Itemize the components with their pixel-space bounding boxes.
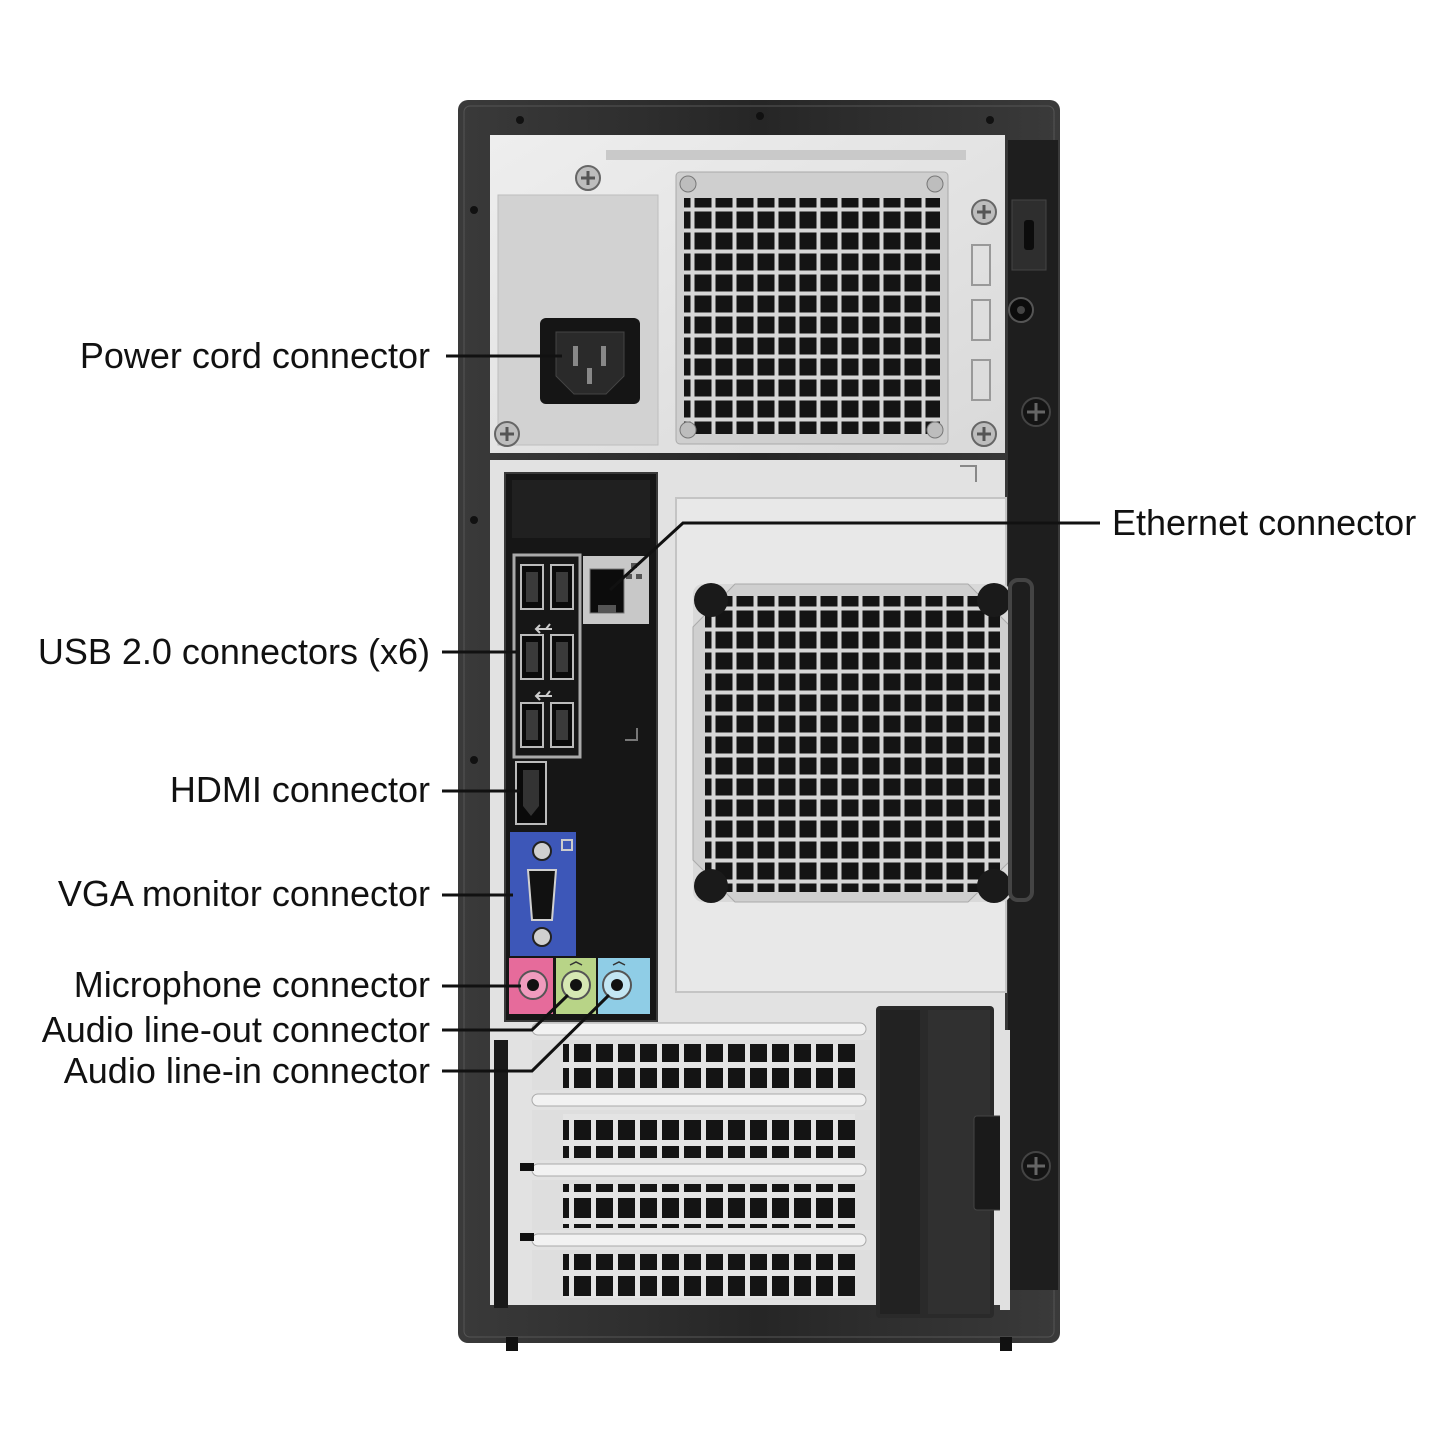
usb-port[interactable]: [520, 702, 544, 748]
system-fan-grille: [705, 596, 1000, 892]
microphone-jack[interactable]: [518, 970, 548, 1000]
hdmi-port[interactable]: [515, 761, 547, 825]
expansion-slot-cover: [531, 1233, 877, 1300]
screw-icon: [575, 165, 601, 191]
power-supply-panel: [490, 135, 1005, 453]
screw-icon: [494, 421, 520, 447]
audio-jacks: [509, 958, 650, 1014]
label-audio-line-in-connector: Audio line-in connector: [63, 1050, 430, 1091]
io-shield: [504, 472, 658, 1022]
expansion-slot-cover: [531, 1093, 877, 1160]
screw-icon: [971, 421, 997, 447]
usb-port[interactable]: [520, 564, 544, 610]
label-power-cord-connector: Power cord connector: [79, 335, 430, 376]
usb-icon: [534, 623, 552, 701]
expansion-slot-cover: [531, 1022, 877, 1090]
label-ethernet-connector: Ethernet connector: [1112, 502, 1417, 543]
ethernet-port[interactable]: [583, 556, 649, 624]
screw-icon: [971, 199, 997, 225]
vga-icon: [561, 839, 573, 851]
label-vga-connector: VGA monitor connector: [57, 873, 430, 914]
usb-port[interactable]: [520, 634, 544, 680]
usb-port[interactable]: [550, 564, 574, 610]
label-microphone-connector: Microphone connector: [73, 964, 430, 1005]
usb-port[interactable]: [550, 702, 574, 748]
expansion-slot-cover: [531, 1163, 877, 1230]
vga-port[interactable]: [510, 832, 576, 956]
audio-icon: [569, 961, 626, 966]
expansion-slots: [494, 1006, 1010, 1318]
psu-fan-grille: [684, 198, 940, 434]
network-icon: [626, 563, 642, 579]
usb-port[interactable]: [550, 634, 574, 680]
label-usb-connectors: USB 2.0 connectors (x6): [37, 631, 430, 672]
power-cord-socket[interactable]: [540, 318, 640, 404]
label-audio-line-out-connector: Audio line-out connector: [41, 1009, 430, 1050]
leader-lines: [442, 354, 1100, 1073]
line-in-jack[interactable]: [602, 970, 632, 1000]
label-hdmi-connector: HDMI connector: [169, 769, 430, 810]
expansion-latch[interactable]: [876, 1006, 1010, 1318]
line-out-jack[interactable]: [561, 970, 591, 1000]
